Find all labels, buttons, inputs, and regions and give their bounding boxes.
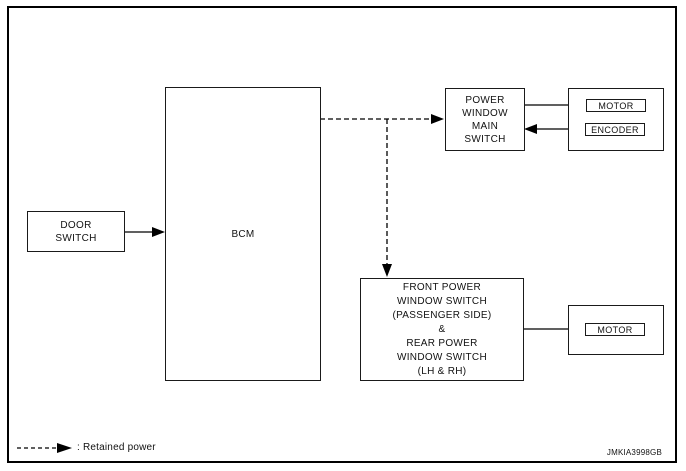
motor-main-label: MOTOR bbox=[598, 100, 634, 111]
bcm-label: BCM bbox=[231, 228, 255, 240]
front-rear-power-window-switch-box: FRONT POWER WINDOW SWITCH (PASSENGER SID… bbox=[360, 278, 524, 381]
front-rear-power-window-switch-label: FRONT POWER WINDOW SWITCH (PASSENGER SID… bbox=[392, 281, 492, 377]
power-window-main-switch-box: POWER WINDOW MAIN SWITCH bbox=[445, 88, 525, 151]
bcm-box: BCM bbox=[165, 87, 321, 381]
legend-retained-power-label: : Retained power bbox=[77, 442, 156, 453]
motor-main-box: MOTOR bbox=[586, 99, 646, 112]
motor-front-rear-label: MOTOR bbox=[597, 324, 633, 335]
door-switch-box: DOOR SWITCH bbox=[27, 211, 125, 252]
door-switch-label: DOOR SWITCH bbox=[55, 219, 97, 244]
motor-encoder-group-box bbox=[568, 88, 664, 151]
power-window-main-switch-label: POWER WINDOW MAIN SWITCH bbox=[462, 94, 508, 145]
encoder-box: ENCODER bbox=[585, 123, 645, 136]
diagram-frame bbox=[7, 6, 677, 463]
figure-code: JMKIA3998GB bbox=[606, 448, 662, 457]
motor-front-rear-box: MOTOR bbox=[585, 323, 645, 336]
encoder-label: ENCODER bbox=[591, 124, 639, 135]
